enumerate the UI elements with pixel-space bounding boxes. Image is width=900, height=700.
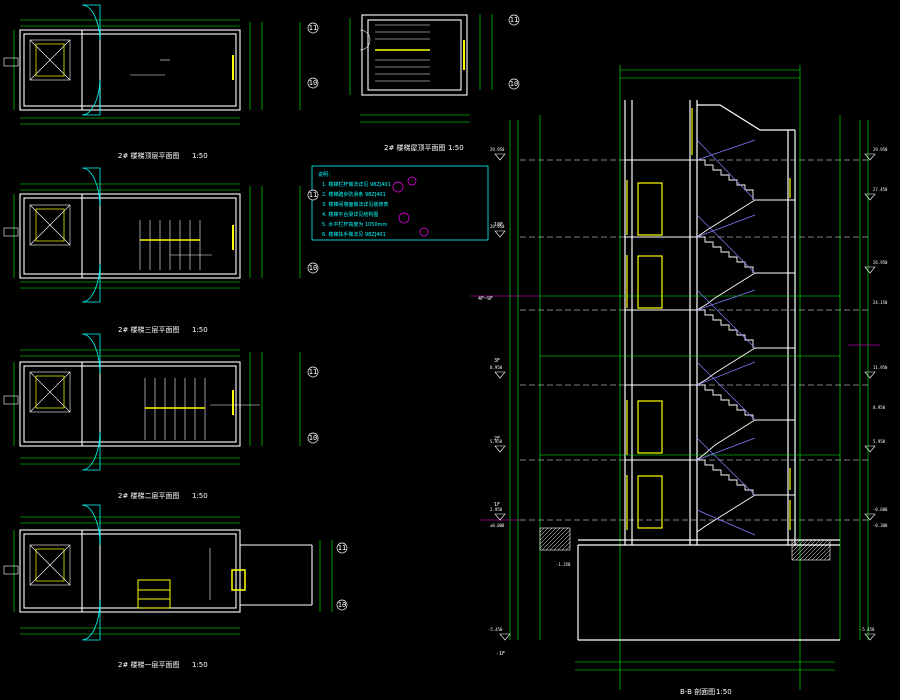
note-line: 4. 楼梯平台梁详见结构图 (322, 211, 378, 218)
elevation-right: -0.300 (873, 523, 888, 528)
note-line: 2. 楼梯踏步防滑条 98ZJ401 (322, 191, 386, 198)
section-caption: B-B 剖面图 (680, 687, 715, 696)
grid-bubbles (307, 14, 520, 611)
grid-bubble-label: 11 (309, 24, 317, 32)
grid-bubble-label: 10 (309, 434, 317, 442)
plan-scale: 1:50 (192, 152, 208, 160)
elevation-right: 29.950 (873, 147, 888, 152)
section-scale: 1:50 (716, 688, 732, 696)
plan-scale: 1:50 (192, 326, 208, 334)
elevation-left: ±0.000 (490, 523, 505, 528)
grid-bubble-label: 11 (309, 368, 317, 376)
elevation-left: 8.950 (490, 365, 503, 370)
elevation-right: 26.950 (873, 260, 888, 265)
elevator-shaft (29, 39, 71, 81)
grid-bubble-label: 10 (309, 264, 317, 272)
note-line: 5. 水平栏杆高度为 1050mm (322, 221, 388, 228)
elevation-right: 11.950 (873, 365, 888, 370)
elevation-left: 29.950 (490, 147, 505, 152)
floor-label: 10F (494, 222, 503, 228)
elevation-left: 2.950 (490, 507, 503, 512)
plan-scale: 1:50 (192, 492, 208, 500)
floor-label: -1F (496, 651, 505, 657)
note-line: 3. 楼梯间墙面做法详见装修表 (322, 201, 388, 208)
plan-first-floor (3, 504, 333, 641)
roof-plan-scale: 1:50 (448, 144, 464, 152)
stair-flights-section (696, 159, 756, 533)
grid-bubble-label: 10 (510, 80, 518, 88)
grid-bubble-label: 11 (510, 16, 518, 24)
floor-label: 1F (494, 502, 500, 508)
stair-flight-plan2 (139, 220, 201, 270)
floor-label: 2F (494, 436, 500, 442)
note-line: 1. 楼梯栏杆做法详见 98ZJ401 (322, 181, 391, 188)
grid-bubble-label: 11 (309, 191, 317, 199)
plan-scale: 1:50 (192, 661, 208, 669)
plan-caption: 2# 楼梯三层平面图 (118, 325, 180, 334)
plan-caption: 2# 楼梯一层平面图 (118, 660, 180, 669)
plan-second-floor (3, 333, 301, 471)
plan-caption: 2# 楼梯二层平面图 (118, 491, 180, 500)
elevation-right: -5.450 (860, 627, 875, 632)
elevation-right: 8.950 (873, 405, 886, 410)
plan-caption: 2# 楼梯顶层平面图 (118, 151, 180, 160)
elevation-left: 26.950 (490, 224, 505, 229)
elevation-right: -0.600 (873, 507, 888, 512)
floor-label: 3F (494, 358, 500, 364)
elevation-left: -1.350 (556, 562, 571, 567)
plan-third-floor (3, 167, 301, 303)
elevation-left: -5.450 (488, 627, 503, 632)
plan-top-floor (3, 4, 301, 125)
elevation-right: 5.950 (873, 439, 886, 444)
elevation-right: 24.150 (873, 300, 888, 305)
stair-flight-plan3 (144, 378, 206, 440)
section-bb (470, 65, 880, 690)
grid-bubble-label: 11 (338, 544, 346, 552)
elevation-left: 5.950 (490, 439, 503, 444)
notes-box (311, 165, 489, 241)
roof-plan-caption: 2# 楼梯屋顶平面图 (384, 143, 446, 152)
grid-bubble-label: 10 (309, 79, 317, 87)
elevation-right: 27.450 (873, 187, 888, 192)
note-line: 6. 楼梯扶手做法见 98ZJ401 (322, 231, 386, 238)
notes-title: 说明： (318, 171, 333, 178)
grid-bubble-label: 10 (338, 601, 346, 609)
floor-label: 4F~9F (478, 296, 493, 302)
plan-roof (349, 14, 493, 123)
